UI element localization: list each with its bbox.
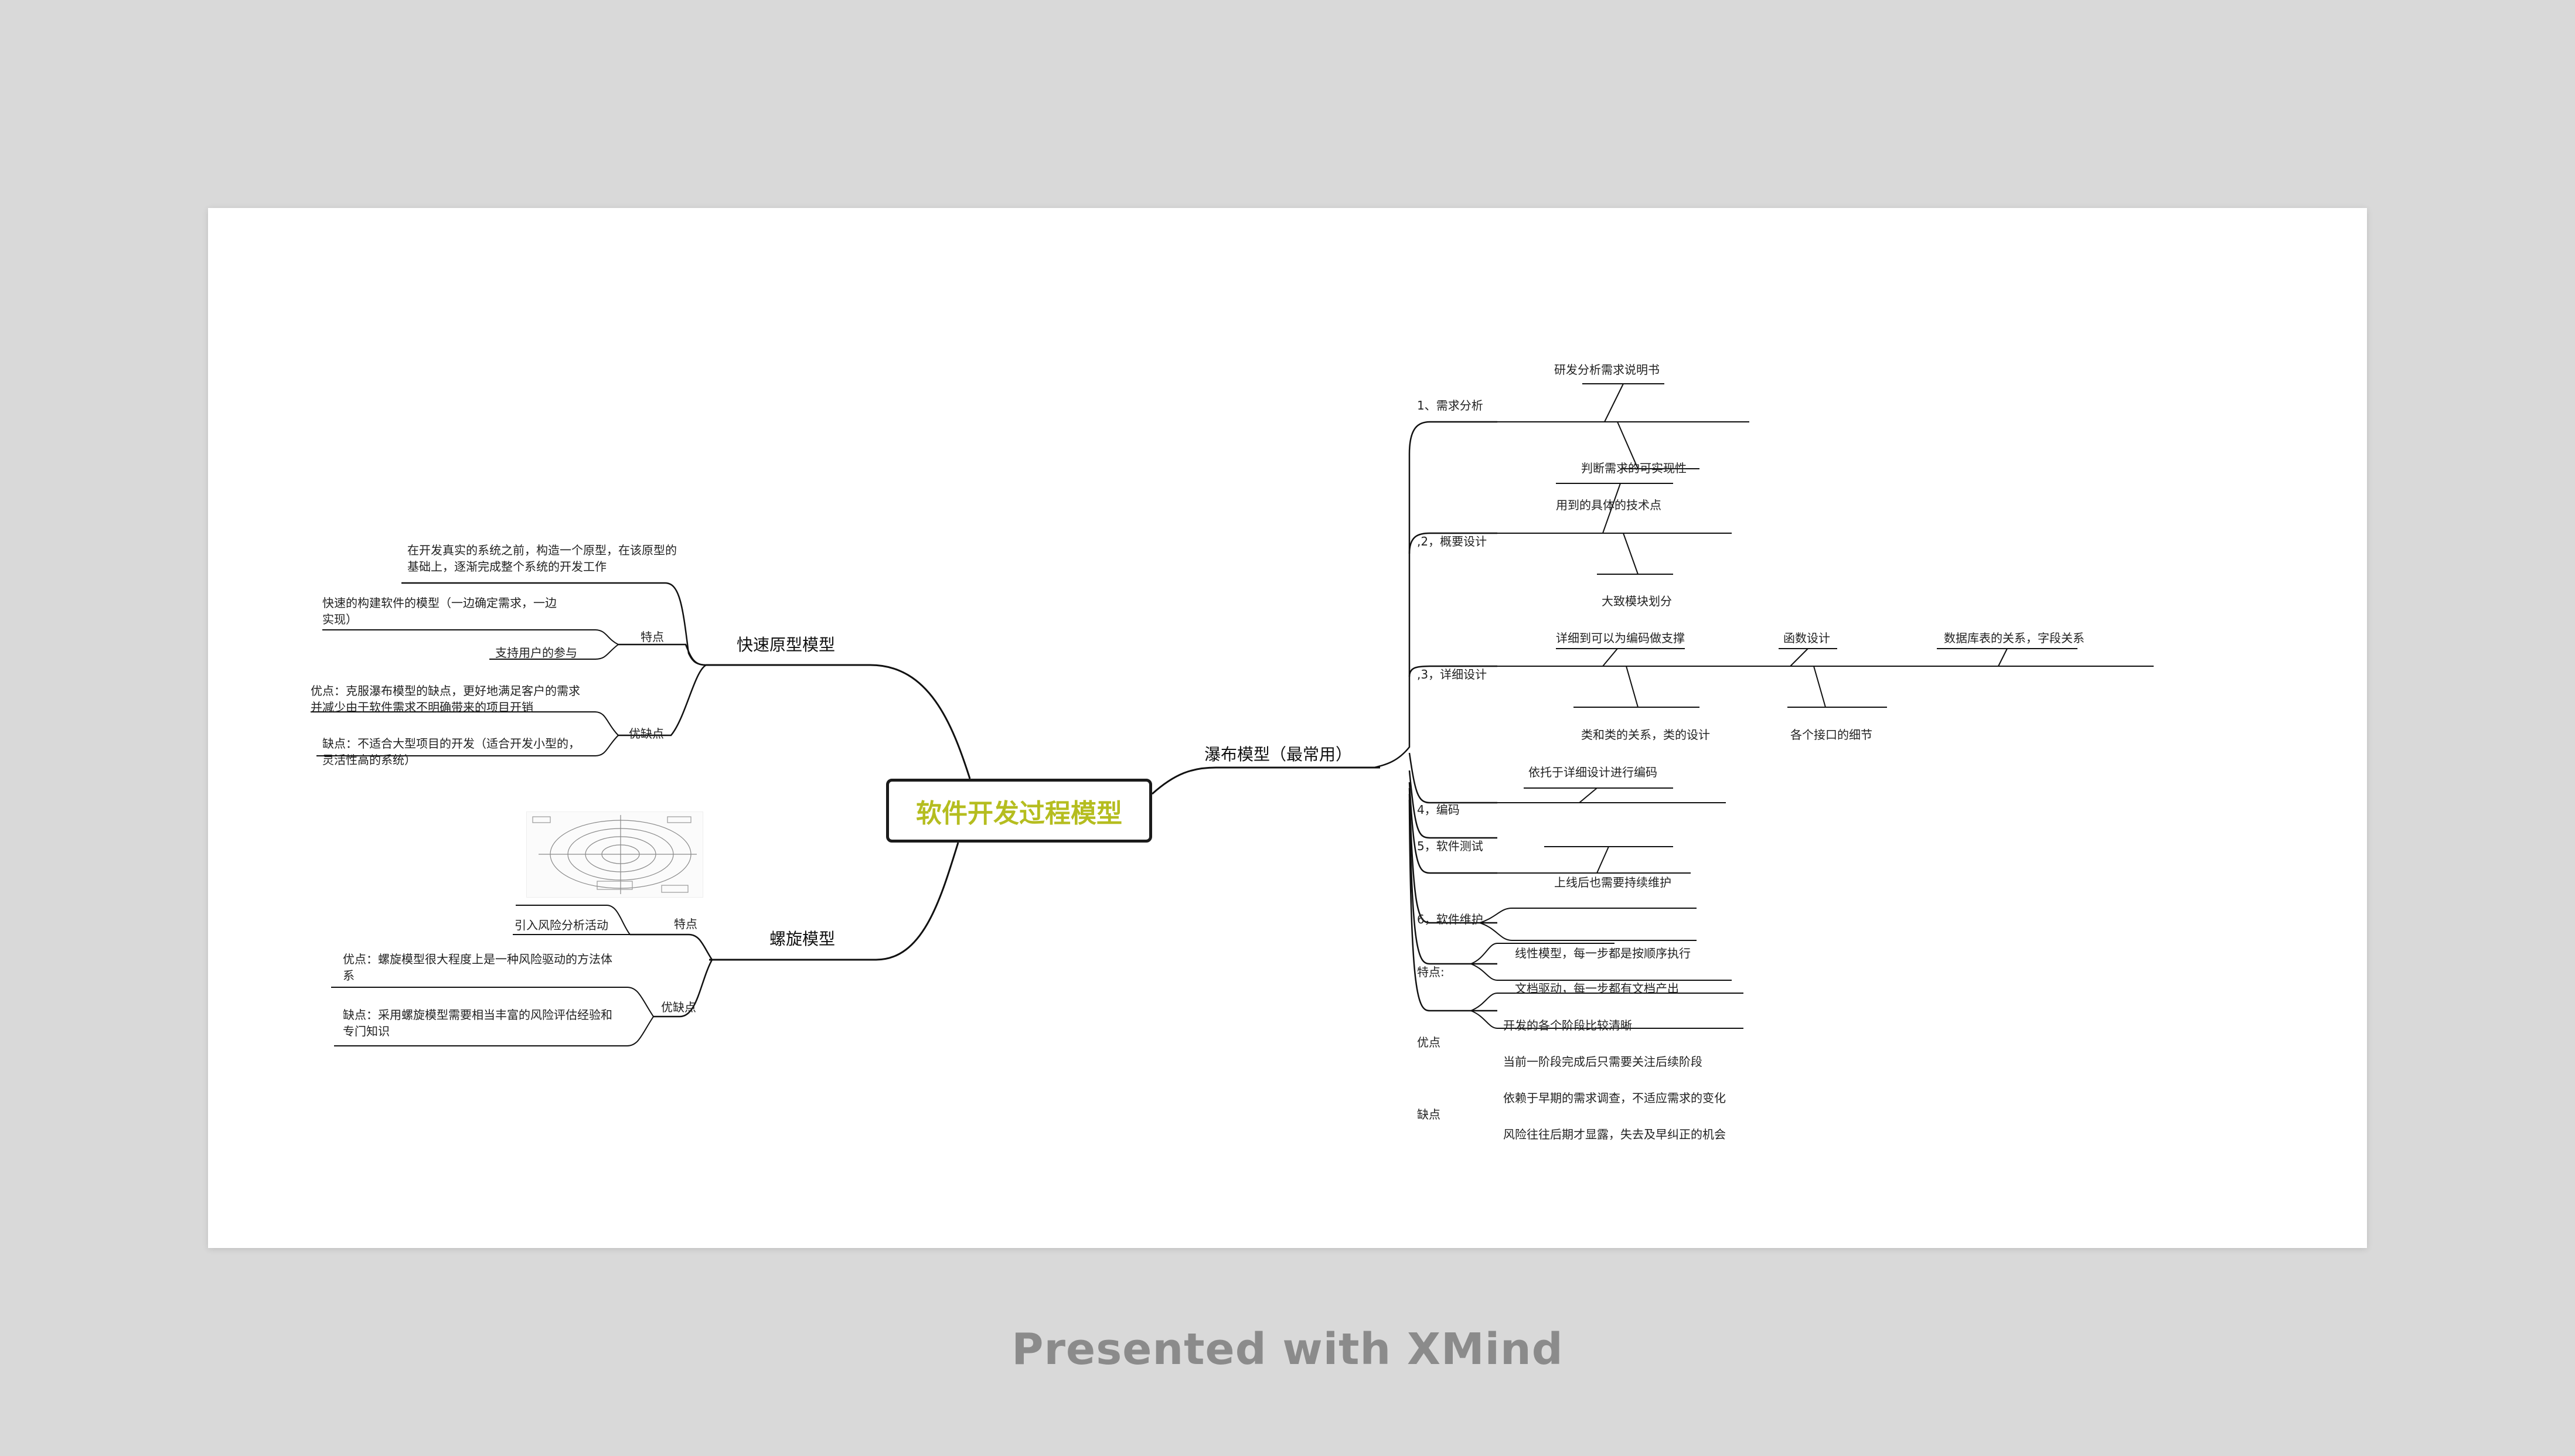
topic-rapid-prototype[interactable]: 快速原型模型	[737, 635, 836, 654]
subtopic-req-spec[interactable]: 研发分析需求说明书	[1554, 363, 1660, 377]
subtopic-late-risks[interactable]: 风险往往后期才显露，失去及早纠正的机会	[1503, 1127, 1726, 1141]
footer-credit: Presented with XMind	[1011, 1324, 1564, 1375]
topic-maintenance[interactable]: 6，软件维护	[1417, 912, 1483, 926]
topic-spiral-proscons[interactable]: 优缺点	[661, 1000, 696, 1014]
mind-map-canvas: 软件开发过程模型 瀑布模型（最常用） 1、需求分析 研发分析需求说明书 判断需求…	[208, 208, 2367, 1248]
subtopic-detail-coding-support[interactable]: 详细到可以为编码做支撑	[1556, 631, 1685, 645]
subtopic-focus-next-stage[interactable]: 当前一阶段完成后只需要关注后续阶段	[1503, 1055, 1702, 1069]
topic-prototype-proscons[interactable]: 优缺点	[629, 727, 664, 741]
subtopic-module-division[interactable]: 大致模块划分	[1602, 594, 1672, 608]
subtopic-interface-details[interactable]: 各个接口的细节	[1790, 728, 1872, 742]
subtopic-linear-model[interactable]: 线性模型，每一步都是按顺序执行	[1515, 946, 1691, 960]
topic-waterfall[interactable]: 瀑布模型（最常用）	[1204, 745, 1353, 764]
connector-lines	[311, 383, 2154, 1046]
subtopic-spiral-cons[interactable]: 缺点：采用螺旋模型需要相当丰富的风险评估经验和专门知识	[343, 1008, 612, 1038]
topic-testing[interactable]: 5，软件测试	[1417, 839, 1483, 853]
subtopic-doc-driven[interactable]: 文档驱动，每一步都有文档产出	[1515, 981, 1679, 995]
topic-requirements-analysis[interactable]: 1、需求分析	[1417, 398, 1483, 412]
topic-waterfall-features[interactable]: 特点:	[1417, 965, 1445, 979]
subtopic-risk-analysis[interactable]: 引入风险分析活动	[515, 918, 608, 932]
topic-waterfall-pros[interactable]: 优点	[1417, 1035, 1440, 1049]
subtopic-function-design[interactable]: 函数设计	[1783, 631, 1830, 645]
subtopic-class-relations[interactable]: 类和类的关系，类的设计	[1581, 728, 1710, 742]
subtopic-tech-points[interactable]: 用到的具体的技术点	[1556, 498, 1661, 512]
subtopic-prototype-pros[interactable]: 优点：克服瀑布模型的缺点，更好地满足客户的需求并减少由于软件需求不明确带来的项目…	[311, 684, 580, 714]
subtopic-coding-by-design[interactable]: 依托于详细设计进行编码	[1528, 765, 1657, 779]
central-topic[interactable]: 软件开发过程模型	[886, 779, 1152, 843]
subtopic-prototype-definition[interactable]: 在开发真实的系统之前，构造一个原型，在该原型的基础上，逐渐完成整个系统的开发工作	[407, 543, 677, 574]
subtopic-db-relations[interactable]: 数据库表的关系，字段关系	[1944, 631, 2084, 645]
subtopic-user-participation[interactable]: 支持用户的参与	[495, 646, 577, 660]
subtopic-clear-stages[interactable]: 开发的各个阶段比较清晰	[1503, 1018, 1632, 1032]
subtopic-fast-build[interactable]: 快速的构建软件的模型（一边确定需求，一边实现）	[322, 596, 557, 626]
subtopic-continuous-maintenance[interactable]: 上线后也需要持续维护	[1554, 875, 1671, 889]
subtopic-spiral-pros[interactable]: 优点：螺旋模型很大程度上是一种风险驱动的方法体系	[343, 952, 612, 983]
subtopic-prototype-cons[interactable]: 缺点：不适合大型项目的开发（适合开发小型的，灵活性高的系统）	[322, 736, 580, 767]
topic-spiral-features[interactable]: 特点	[674, 917, 697, 931]
topic-spiral[interactable]: 螺旋模型	[769, 929, 836, 949]
topic-outline-design[interactable]: ,2，概要设计	[1417, 534, 1487, 548]
central-topic-label: 软件开发过程模型	[916, 798, 1122, 828]
topic-detail-design[interactable]: ,3，详细设计	[1417, 667, 1487, 681]
topic-waterfall-cons[interactable]: 缺点	[1417, 1107, 1440, 1121]
spiral-model-image	[526, 811, 703, 898]
topic-prototype-features[interactable]: 特点	[641, 630, 664, 644]
topic-coding[interactable]: 4，编码	[1417, 803, 1460, 817]
subtopic-req-feasibility[interactable]: 判断需求的可实现性	[1581, 461, 1687, 475]
subtopic-early-requirements[interactable]: 依赖于早期的需求调查，不适应需求的变化	[1503, 1091, 1726, 1105]
